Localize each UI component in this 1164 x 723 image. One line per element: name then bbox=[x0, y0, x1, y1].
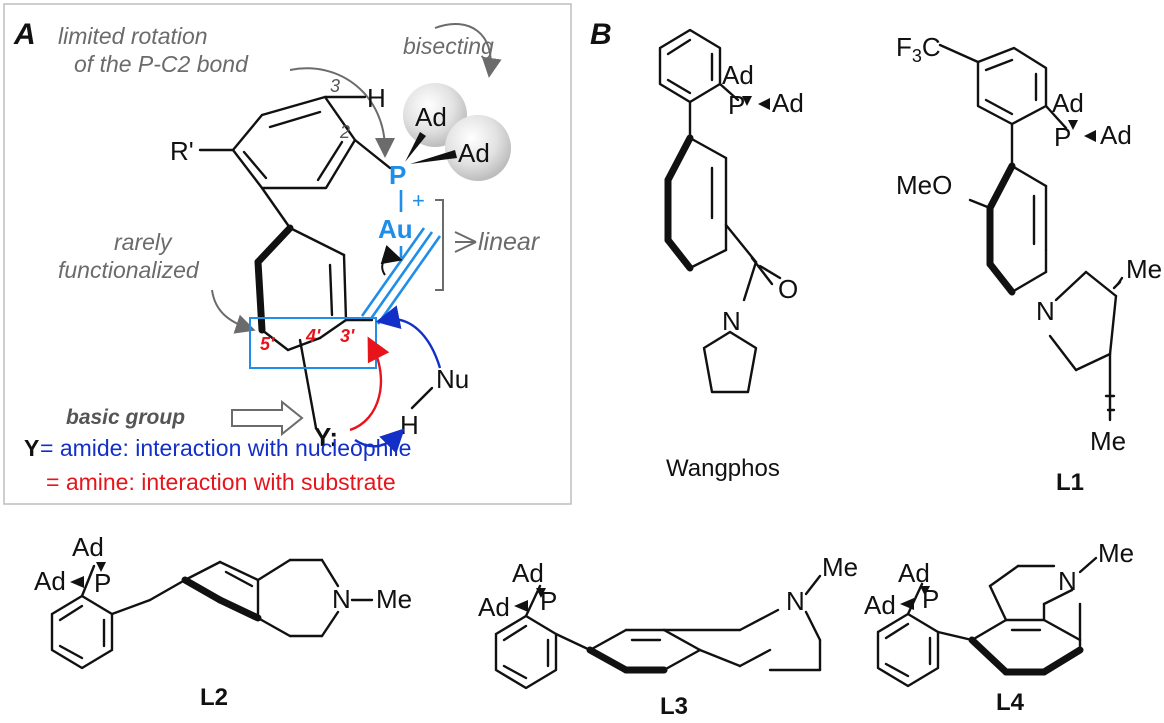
wang-atom-n: N bbox=[722, 306, 741, 336]
note-rotation-1: limited rotation bbox=[58, 23, 208, 49]
l3-atom-ad-2: Ad bbox=[478, 592, 510, 622]
l2-name: L2 bbox=[200, 684, 228, 711]
l3-structure bbox=[494, 584, 822, 690]
wang-wedge-2 bbox=[758, 98, 770, 110]
l3-atom-ad-1: Ad bbox=[512, 558, 544, 588]
wang-wedge-1 bbox=[742, 96, 752, 106]
legend-line-1: = amide: interaction with nucleophile bbox=[40, 435, 411, 461]
l2-wedge-1 bbox=[96, 562, 106, 572]
l1-atom-cf3: F3C bbox=[896, 32, 941, 66]
pos-5p: 5' bbox=[260, 334, 275, 354]
l2-atom-n: N bbox=[332, 584, 351, 614]
atom-p: P bbox=[389, 160, 406, 190]
atom-ad-2: Ad bbox=[458, 138, 490, 168]
legend-y: Y bbox=[24, 435, 39, 461]
blue-arrow-upper bbox=[375, 305, 442, 369]
l1-atom-p: P bbox=[1054, 122, 1071, 152]
l1-atom-meo: MeO bbox=[896, 170, 952, 200]
pos-4p: 4' bbox=[305, 326, 321, 346]
l1-atom-ad-1: Ad bbox=[1052, 88, 1084, 118]
l1-hash-bonds bbox=[1104, 276, 1124, 422]
atom-r-prime: R' bbox=[170, 136, 194, 166]
l2-structure bbox=[50, 558, 340, 670]
upper-aryl-ring bbox=[198, 95, 392, 230]
basic-group-label: basic group bbox=[66, 406, 185, 429]
wang-atom-ad-1: Ad bbox=[722, 60, 754, 90]
l1-wedge-2 bbox=[1084, 130, 1096, 142]
l3-name: L3 bbox=[660, 693, 688, 720]
wedge-ad-1 bbox=[405, 132, 426, 162]
l3-atom-n: N bbox=[786, 586, 805, 616]
rotation-arrow bbox=[289, 67, 395, 158]
ad-sphere-2 bbox=[445, 115, 511, 181]
l1-atom-me-2: Me bbox=[1090, 426, 1126, 456]
note-rarely-1: rarely bbox=[114, 229, 173, 255]
l4-n-me-bond bbox=[1078, 556, 1098, 574]
l1-wedge-1 bbox=[1068, 120, 1078, 130]
l1-atom-ad-2: Ad bbox=[1100, 120, 1132, 150]
l4-wedge-2 bbox=[900, 598, 914, 610]
h-nu-bond bbox=[410, 386, 434, 410]
note-linear: linear bbox=[478, 228, 541, 256]
blue-arrow-lower bbox=[354, 428, 405, 454]
l2-atom-ad-2: Ad bbox=[34, 566, 66, 596]
l2-atom-me: Me bbox=[376, 584, 412, 614]
l4-atom-n: N bbox=[1058, 566, 1077, 596]
note-rotation-2: of the P-C2 bond bbox=[74, 51, 249, 77]
l3-n-me-bond bbox=[804, 574, 822, 596]
panel-b: B P Ad Ad O N Wan bbox=[590, 18, 1162, 496]
l2-atom-ad-1: Ad bbox=[72, 532, 104, 562]
wang-atom-ad-2: Ad bbox=[772, 88, 804, 118]
l2-atom-p: P bbox=[94, 568, 111, 598]
red-arrow bbox=[349, 336, 390, 432]
legend-line-2: = amine: interaction with substrate bbox=[46, 469, 396, 495]
note-bisecting: bisecting bbox=[403, 33, 494, 59]
wang-atom-o: O bbox=[778, 274, 798, 304]
l3-atom-p: P bbox=[540, 586, 557, 616]
panel-a-frame bbox=[3, 3, 572, 505]
l3-wedge-2 bbox=[514, 600, 528, 612]
basic-group-arrow bbox=[231, 399, 304, 437]
linear-bracket bbox=[435, 199, 444, 291]
rarely-arrow bbox=[211, 289, 256, 334]
wedge-ad-2 bbox=[410, 150, 457, 164]
l4-structure bbox=[876, 564, 1084, 688]
panel-a: A limited rotation of the P-C2 bond bise… bbox=[3, 3, 572, 505]
atom-ad-1: Ad bbox=[415, 102, 447, 132]
curly-arrow-au bbox=[380, 244, 403, 276]
bisecting-arrow bbox=[434, 23, 502, 78]
l4-atom-me: Me bbox=[1098, 538, 1134, 568]
l4-name: L4 bbox=[996, 689, 1025, 716]
l3-atom-me: Me bbox=[822, 552, 858, 582]
atom-nu: Nu bbox=[436, 364, 469, 394]
wangphos-name: Wangphos bbox=[666, 455, 780, 482]
l1-structure bbox=[938, 43, 1118, 372]
plus-charge: + bbox=[412, 188, 425, 213]
pos-3: 3 bbox=[330, 76, 340, 96]
note-rarely-2: functionalized bbox=[58, 257, 200, 283]
atom-h-top: H bbox=[367, 83, 386, 113]
wang-atom-p: P bbox=[728, 90, 745, 120]
panel-b-label: B bbox=[590, 18, 612, 51]
l4-wedge-1 bbox=[920, 586, 930, 596]
l4-atom-ad-2: Ad bbox=[864, 590, 896, 620]
pos-2: 2 bbox=[339, 122, 350, 142]
l1-name: L1 bbox=[1056, 469, 1084, 496]
l4-atom-ad-1: Ad bbox=[898, 558, 930, 588]
l2-wedge-2 bbox=[70, 576, 84, 588]
atom-au: Au bbox=[378, 214, 413, 244]
l1-atom-n: N bbox=[1036, 296, 1055, 326]
linear-arrow bbox=[454, 231, 477, 253]
panel-a-label: A bbox=[13, 18, 36, 51]
l1-atom-me-1: Me bbox=[1126, 254, 1162, 284]
atom-y: Y: bbox=[314, 422, 338, 452]
l3-wedge-1 bbox=[536, 588, 546, 598]
wangphos-structure bbox=[658, 28, 782, 394]
pos-3p: 3' bbox=[340, 326, 355, 346]
